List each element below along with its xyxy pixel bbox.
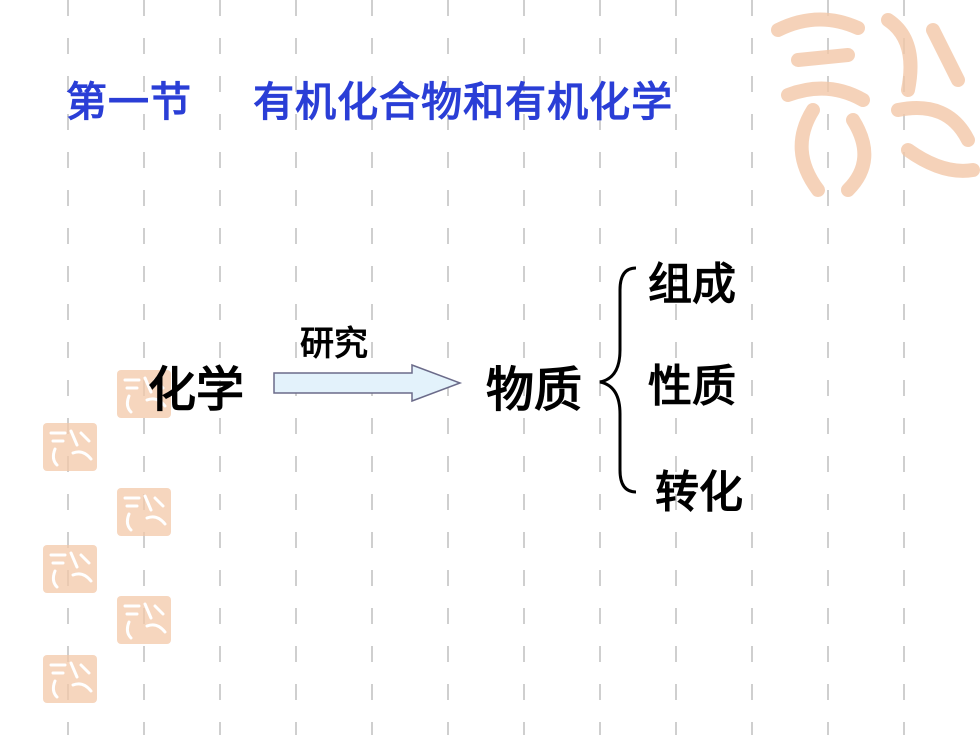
slide-title: 第一节 有机化合物和有机化学 [66,78,674,126]
aspect-composition-label: 组成 [648,259,736,310]
relation-label: 研究 [300,324,368,364]
research-arrow [273,363,463,403]
small-seal-decoration [43,655,97,703]
small-seal-decoration [43,423,97,471]
small-seal-decoration [117,370,171,418]
aspect-transformation-label: 转化 [655,467,743,518]
small-seal-decoration [43,545,97,593]
aspect-property-label: 性质 [648,361,736,412]
small-seal-decoration [117,488,171,536]
curly-brace [599,266,637,494]
small-seal-decoration [117,596,171,644]
subject-label: 化学 [148,362,245,418]
object-label: 物质 [486,362,583,418]
large-seal-decoration [771,12,980,197]
